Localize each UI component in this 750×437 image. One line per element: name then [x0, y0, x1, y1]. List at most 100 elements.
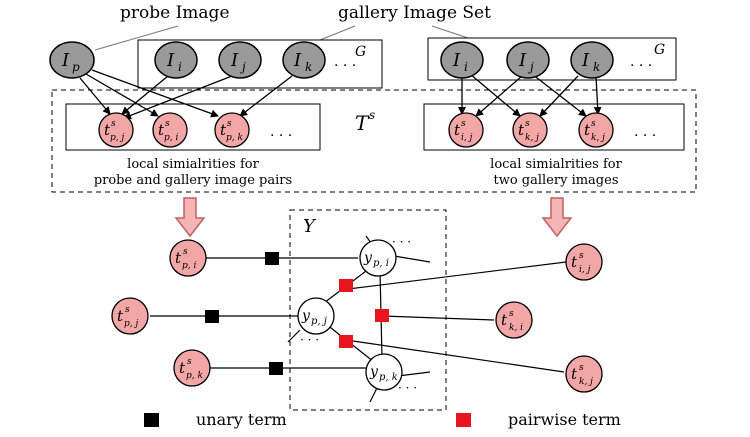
caption-right-line1: local simialrities for — [490, 157, 622, 172]
dots-ypi: · · · — [392, 235, 411, 249]
edges-top — [79, 69, 602, 120]
sim-node-tpi-top: t s p, i — [152, 112, 188, 148]
sim-node-tpj-bottom: t s p, j — [111, 297, 149, 335]
svg-text:I: I — [452, 50, 461, 71]
sim-node-tkj-top-b: t s k, j — [578, 112, 614, 148]
svg-text:s: s — [591, 119, 596, 129]
gallery-leader-left — [319, 25, 356, 41]
svg-text:I: I — [61, 50, 70, 71]
unary-term-pk — [269, 362, 283, 375]
svg-text:y: y — [369, 364, 379, 380]
gallery-symbol-left: G — [355, 44, 366, 60]
ellipsis-gallery-left: . . . — [334, 54, 356, 70]
label-node-ypk: y p, k — [365, 353, 403, 391]
edge-pair-tki — [381, 315, 495, 321]
edge-ij-tij — [475, 75, 523, 117]
image-node-ii-right: I i — [440, 41, 484, 79]
svg-text:t: t — [518, 121, 525, 139]
svg-text:p, k: p, k — [226, 133, 243, 143]
svg-text:y: y — [363, 250, 373, 266]
ts-symbol: T s — [355, 108, 375, 135]
svg-text:s: s — [509, 309, 514, 319]
sim-box-left — [65, 103, 321, 151]
svg-text:k, j: k, j — [591, 133, 605, 143]
svg-text:i: i — [464, 60, 468, 74]
svg-text:t: t — [501, 311, 508, 329]
sim-node-tpk-top: t s p, k — [214, 112, 250, 148]
pairwise-term-ki — [375, 309, 389, 322]
svg-text:T: T — [355, 111, 370, 135]
caption-left-line2: probe and gallery image pairs — [94, 173, 292, 188]
svg-text:t: t — [158, 121, 165, 139]
y-dashed-box — [289, 209, 447, 411]
svg-text:p: p — [72, 60, 80, 74]
svg-text:s: s — [165, 119, 170, 129]
edge-pair-tij — [339, 261, 567, 291]
svg-text:t: t — [584, 121, 591, 139]
sim-node-tij-top: t s i, j — [448, 112, 484, 148]
caption-right-line2: two gallery images — [493, 173, 618, 188]
probe-image-label: probe Image — [120, 3, 230, 23]
svg-text:t: t — [220, 121, 227, 139]
svg-text:i, j: i, j — [461, 133, 473, 143]
edges-crf — [150, 235, 567, 403]
svg-text:s: s — [187, 357, 192, 367]
svg-text:p, j: p, j — [110, 133, 124, 143]
svg-text:p, i: p, i — [164, 133, 178, 143]
svg-text:t: t — [104, 121, 111, 139]
svg-text:s: s — [579, 363, 584, 373]
sim-node-tpj-top: t s p, j — [98, 112, 134, 148]
svg-text:k, i: k, i — [509, 323, 523, 333]
svg-text:j: j — [527, 60, 534, 74]
stub-ypj-left — [287, 329, 301, 343]
pairwise-term-kj — [339, 335, 353, 348]
svg-text:t: t — [571, 253, 578, 271]
sim-node-tpk-bottom: t s p, k — [173, 349, 211, 387]
edge-ii-tpi — [121, 75, 169, 115]
legend-pairwise-swatch — [456, 413, 471, 427]
ts-dashed-box — [51, 89, 697, 193]
svg-text:j: j — [239, 60, 246, 74]
y-symbol: Y — [303, 216, 317, 237]
svg-text:s: s — [579, 251, 584, 261]
gallery-symbol-right: G — [654, 42, 665, 58]
image-node-ii-left: I i — [154, 41, 198, 79]
down-arrow-left — [174, 197, 206, 238]
svg-text:s: s — [111, 119, 116, 129]
sim-box-right — [423, 103, 685, 151]
gallery-set-label: gallery Image Set — [338, 3, 491, 23]
svg-text:s: s — [227, 119, 232, 129]
svg-text:p, i: p, i — [182, 261, 196, 271]
legend-unary-label: unary term — [196, 410, 287, 429]
svg-text:s: s — [525, 119, 530, 129]
pairwise-term-ij — [339, 279, 353, 292]
sim-node-tki-bottom: t s k, i — [495, 301, 533, 339]
gallery-leader-right — [431, 25, 469, 39]
svg-text:s: s — [125, 305, 130, 315]
svg-text:p, j: p, j — [124, 319, 138, 329]
svg-text:t: t — [175, 249, 182, 267]
label-node-ypi: y p, i — [359, 239, 397, 277]
gallery-box-right — [427, 37, 677, 81]
edge-ik-tkj — [539, 75, 579, 117]
caption-left-line1: local simialrities for — [127, 157, 259, 172]
svg-text:I: I — [518, 50, 527, 71]
svg-text:t: t — [571, 365, 578, 383]
svg-text:p, i: p, i — [373, 258, 389, 269]
svg-text:t: t — [117, 307, 124, 325]
stub-ypi-right — [393, 255, 431, 263]
image-node-ik-right: I k — [570, 41, 614, 79]
svg-text:I: I — [166, 50, 175, 71]
sim-node-tkj-top-a: t s k, j — [512, 112, 548, 148]
label-node-ypj: y p, j — [297, 297, 335, 335]
unary-term-pj — [205, 310, 219, 323]
ellipsis-gallery-right: . . . — [630, 54, 652, 70]
legend-pairwise-label: pairwise term — [508, 410, 621, 429]
image-node-ij-right: I j — [506, 41, 550, 79]
sim-node-tij-bottom: t s i, j — [565, 243, 603, 281]
probe-leader-line — [94, 25, 179, 51]
unary-term-pi — [265, 252, 279, 265]
edge-ik-tkj2 — [593, 75, 602, 115]
edge-ij-tpj — [123, 75, 233, 120]
